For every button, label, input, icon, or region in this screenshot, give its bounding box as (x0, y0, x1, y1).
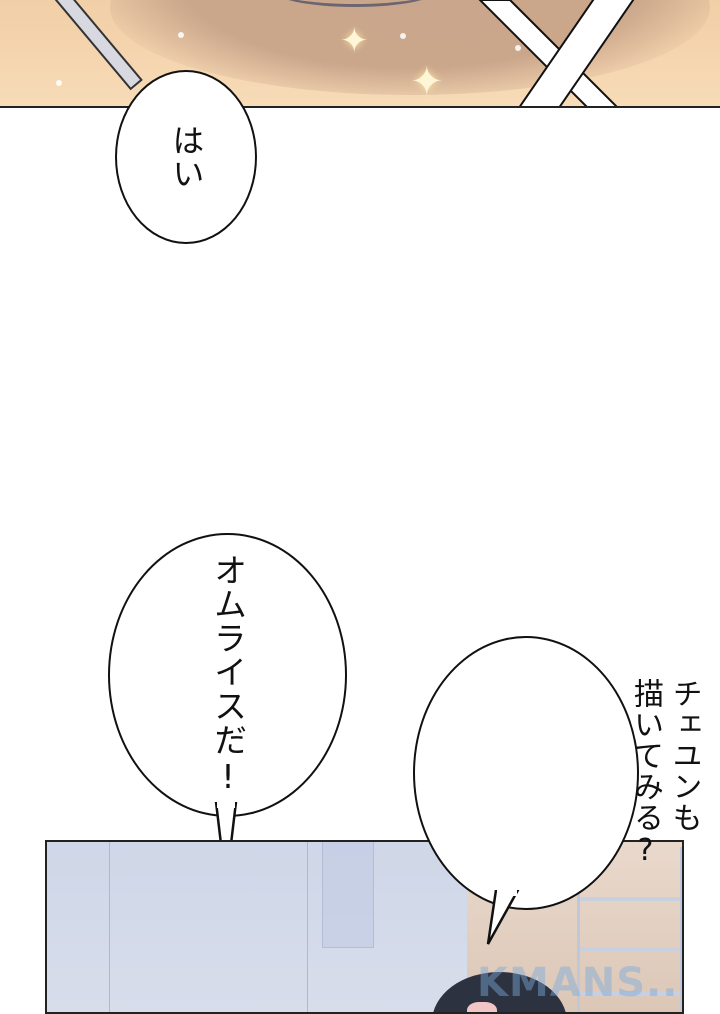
glitter-dot (515, 45, 521, 51)
speech-bubble-omurice: オムライスだ! (108, 533, 347, 817)
bubble-text-line1: チェユンも (666, 677, 702, 833)
glitter-dot (400, 33, 406, 39)
watermark: KMANS...COM (477, 960, 682, 1006)
wall-line (109, 842, 110, 1012)
rack-bar (580, 992, 680, 996)
bubble-tail (486, 890, 520, 945)
wall-line (307, 842, 308, 1012)
sparkle-icon: ✦ (410, 59, 444, 105)
glitter-dot (56, 80, 62, 86)
rack-bar (580, 897, 680, 901)
bubble-text: はい (167, 124, 206, 190)
sparkle-icon: ✦ (340, 21, 369, 61)
top-panel: ✦ ✦ (0, 0, 720, 108)
speech-bubble-hai: はい (115, 70, 257, 244)
impact-cross-icon (478, 0, 635, 106)
fridge-handle (322, 842, 374, 948)
bubble-text: オムライスだ! (208, 553, 248, 797)
plate-rim (270, 0, 440, 7)
glitter-dot (178, 32, 184, 38)
rack-bar (580, 947, 680, 951)
bubble-text-line2: 描いてみる? (628, 677, 663, 869)
dish-rack (577, 847, 682, 1012)
speech-bubble-chaeyun: チェユンも 描いてみる? (413, 636, 702, 910)
